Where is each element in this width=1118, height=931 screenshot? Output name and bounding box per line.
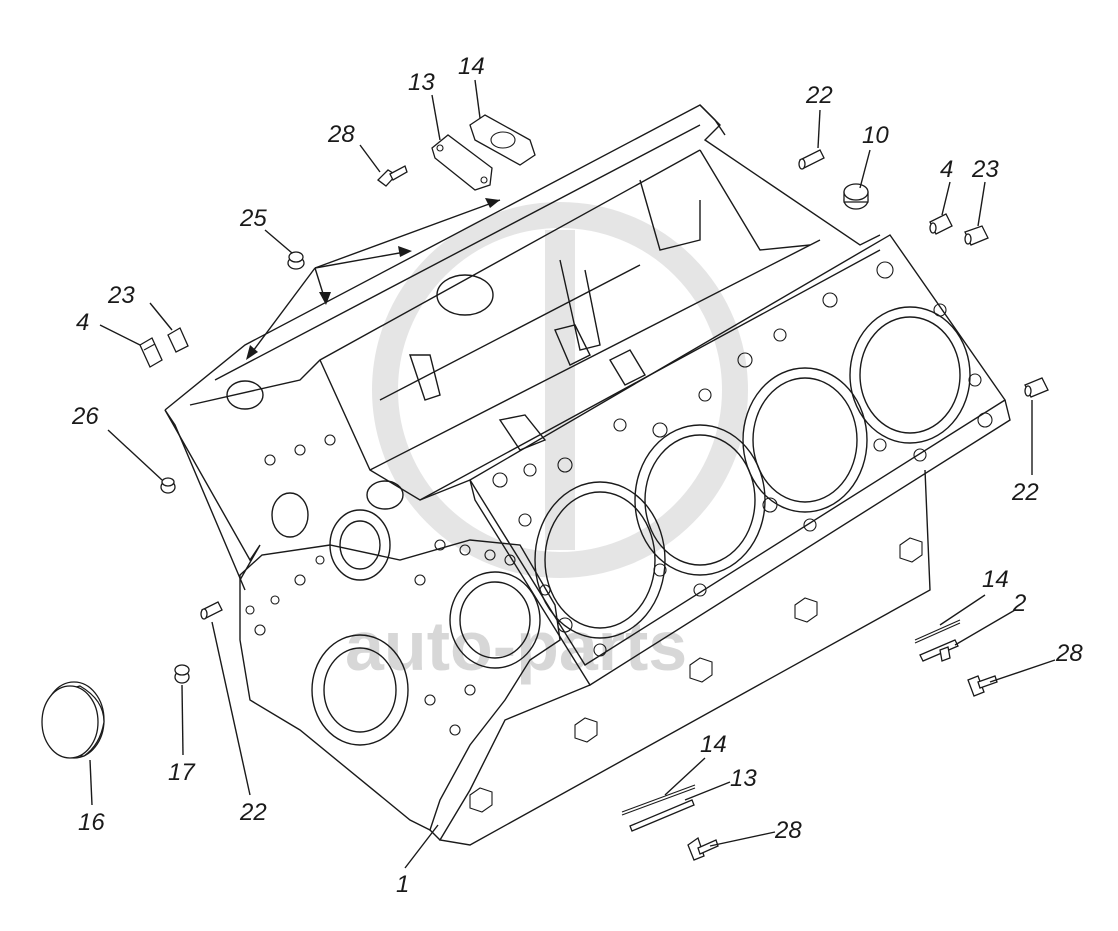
callout-labels: 13 14 28 25 23 4 26 22 10 4 23 22 14 2 2…	[71, 53, 1083, 898]
label-14-mid: 14	[982, 566, 1009, 593]
part-10-plug	[843, 183, 869, 210]
part-13-cover-bottom	[629, 799, 695, 832]
label-2: 2	[1012, 590, 1026, 617]
label-25: 25	[239, 205, 267, 232]
part-28-bolt-top	[377, 165, 408, 187]
label-28-mid: 28	[1055, 640, 1083, 667]
label-22-left: 22	[239, 799, 267, 826]
label-14-top: 14	[458, 53, 485, 80]
part-22-pin-left	[200, 601, 223, 620]
part-14-gasket-bottom	[621, 784, 696, 816]
label-4-right: 4	[940, 156, 953, 183]
part-25-plug	[287, 251, 305, 270]
part-14-gasket-mid	[914, 619, 961, 644]
label-13-top: 13	[408, 69, 435, 96]
label-10: 10	[862, 122, 889, 149]
label-23-left: 23	[107, 282, 135, 309]
part-23-sleeve-right	[964, 225, 989, 246]
leader-lines	[89, 79, 1056, 869]
watermark-logo: auto-parts	[345, 202, 748, 685]
parts	[41, 114, 1049, 861]
label-16: 16	[78, 809, 105, 836]
watermark-text: auto-parts	[345, 607, 687, 685]
label-1: 1	[396, 871, 409, 898]
part-17-plug	[174, 664, 190, 684]
label-22-top: 22	[805, 82, 833, 109]
part-16-cap	[41, 681, 105, 759]
part-14-gasket	[469, 114, 536, 166]
part-2-plate	[919, 639, 959, 662]
label-28-bottom: 28	[774, 817, 802, 844]
part-22-pin-top	[798, 149, 825, 170]
part-28-bolt-bottom	[687, 836, 719, 861]
label-23-right: 23	[971, 156, 999, 183]
label-13-bottom: 13	[730, 765, 757, 792]
part-22-pin-right	[1024, 377, 1049, 398]
part-23-sleeve-left	[167, 327, 189, 353]
assembly-arrows	[246, 198, 501, 360]
label-22-right: 22	[1011, 479, 1039, 506]
label-26: 26	[71, 403, 99, 430]
engine-block	[164, 104, 1011, 846]
label-17: 17	[168, 759, 196, 786]
label-28-top: 28	[327, 121, 355, 148]
part-4-bushing-left	[139, 337, 163, 368]
label-4-left: 4	[76, 309, 89, 336]
part-13-cover	[431, 134, 493, 191]
part-4-bushing-right	[929, 213, 953, 235]
label-14-bottom: 14	[700, 731, 727, 758]
part-26-plug	[160, 477, 176, 494]
part-28-bolt-mid	[967, 675, 998, 697]
